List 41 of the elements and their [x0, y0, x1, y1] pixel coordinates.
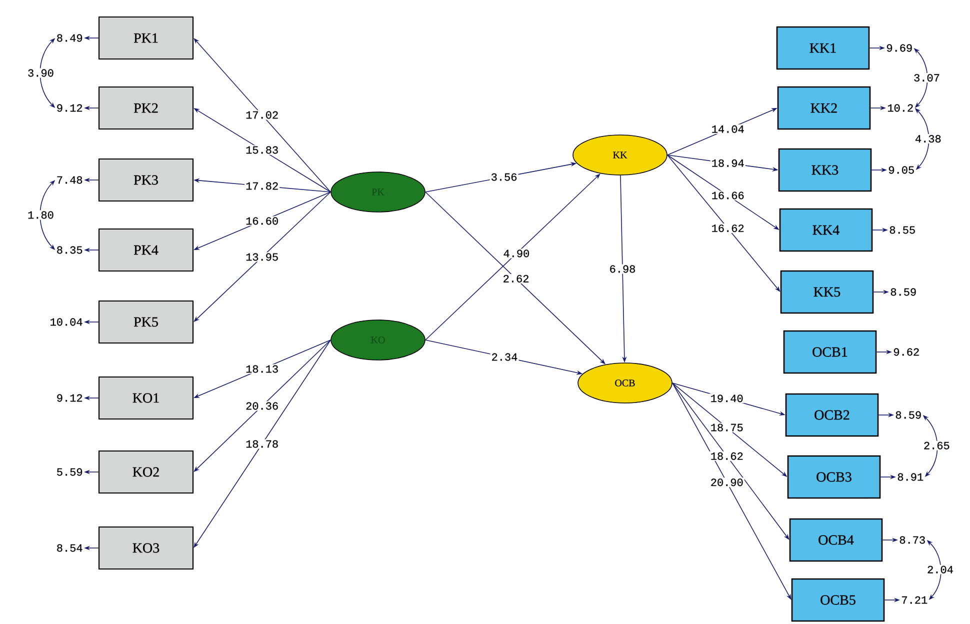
error-value: 8.59 — [890, 288, 916, 296]
error-value: 8.49 — [57, 34, 82, 42]
error-value: 9.05 — [888, 166, 914, 174]
error-value: 7.48 — [57, 176, 82, 184]
arrow — [425, 174, 600, 340]
indicator-box: PK5 — [98, 300, 194, 344]
error-value: 5.59 — [57, 468, 82, 476]
indicator-box: KK2 — [777, 86, 871, 130]
indicator-box: OCB2 — [785, 393, 879, 437]
error-value: 9.12 — [57, 394, 82, 402]
error-value: 8.55 — [890, 226, 915, 234]
error-value: 7.21 — [902, 596, 928, 604]
indicator-box: KK1 — [776, 26, 870, 70]
indicator-box: PK1 — [98, 16, 194, 60]
indicator-box: PK2 — [98, 86, 194, 130]
error-value: 8.73 — [900, 536, 925, 544]
indicator-box: OCB3 — [787, 455, 881, 499]
indicator-box: KO3 — [98, 526, 194, 570]
error-value: 9.62 — [894, 348, 919, 356]
indicator-box: KK4 — [779, 208, 873, 252]
indicator-box: KO2 — [98, 450, 194, 494]
arrow — [194, 340, 331, 472]
arrow — [667, 154, 780, 292]
indicator-box: KK5 — [780, 270, 874, 314]
indicator-box: PK3 — [98, 158, 194, 202]
error-value: 8.59 — [896, 411, 921, 419]
error-value: 8.35 — [57, 246, 82, 254]
indicator-box: OCB4 — [789, 518, 883, 562]
error-value: 9.12 — [57, 104, 82, 112]
indicator-box: KK3 — [778, 148, 872, 192]
error-value: 10.2 — [888, 104, 913, 112]
indicator-box: KO1 — [98, 376, 194, 420]
error-value: 8.91 — [898, 473, 924, 481]
arrow — [194, 192, 331, 322]
indicator-box: PK4 — [98, 228, 194, 272]
error-value: 9.69 — [886, 44, 912, 52]
arrow — [194, 38, 331, 192]
indicator-box: OCB5 — [791, 578, 885, 622]
error-value: 10.04 — [50, 318, 82, 326]
error-value: 8.54 — [57, 544, 82, 552]
indicator-box: OCB1 — [783, 330, 877, 374]
